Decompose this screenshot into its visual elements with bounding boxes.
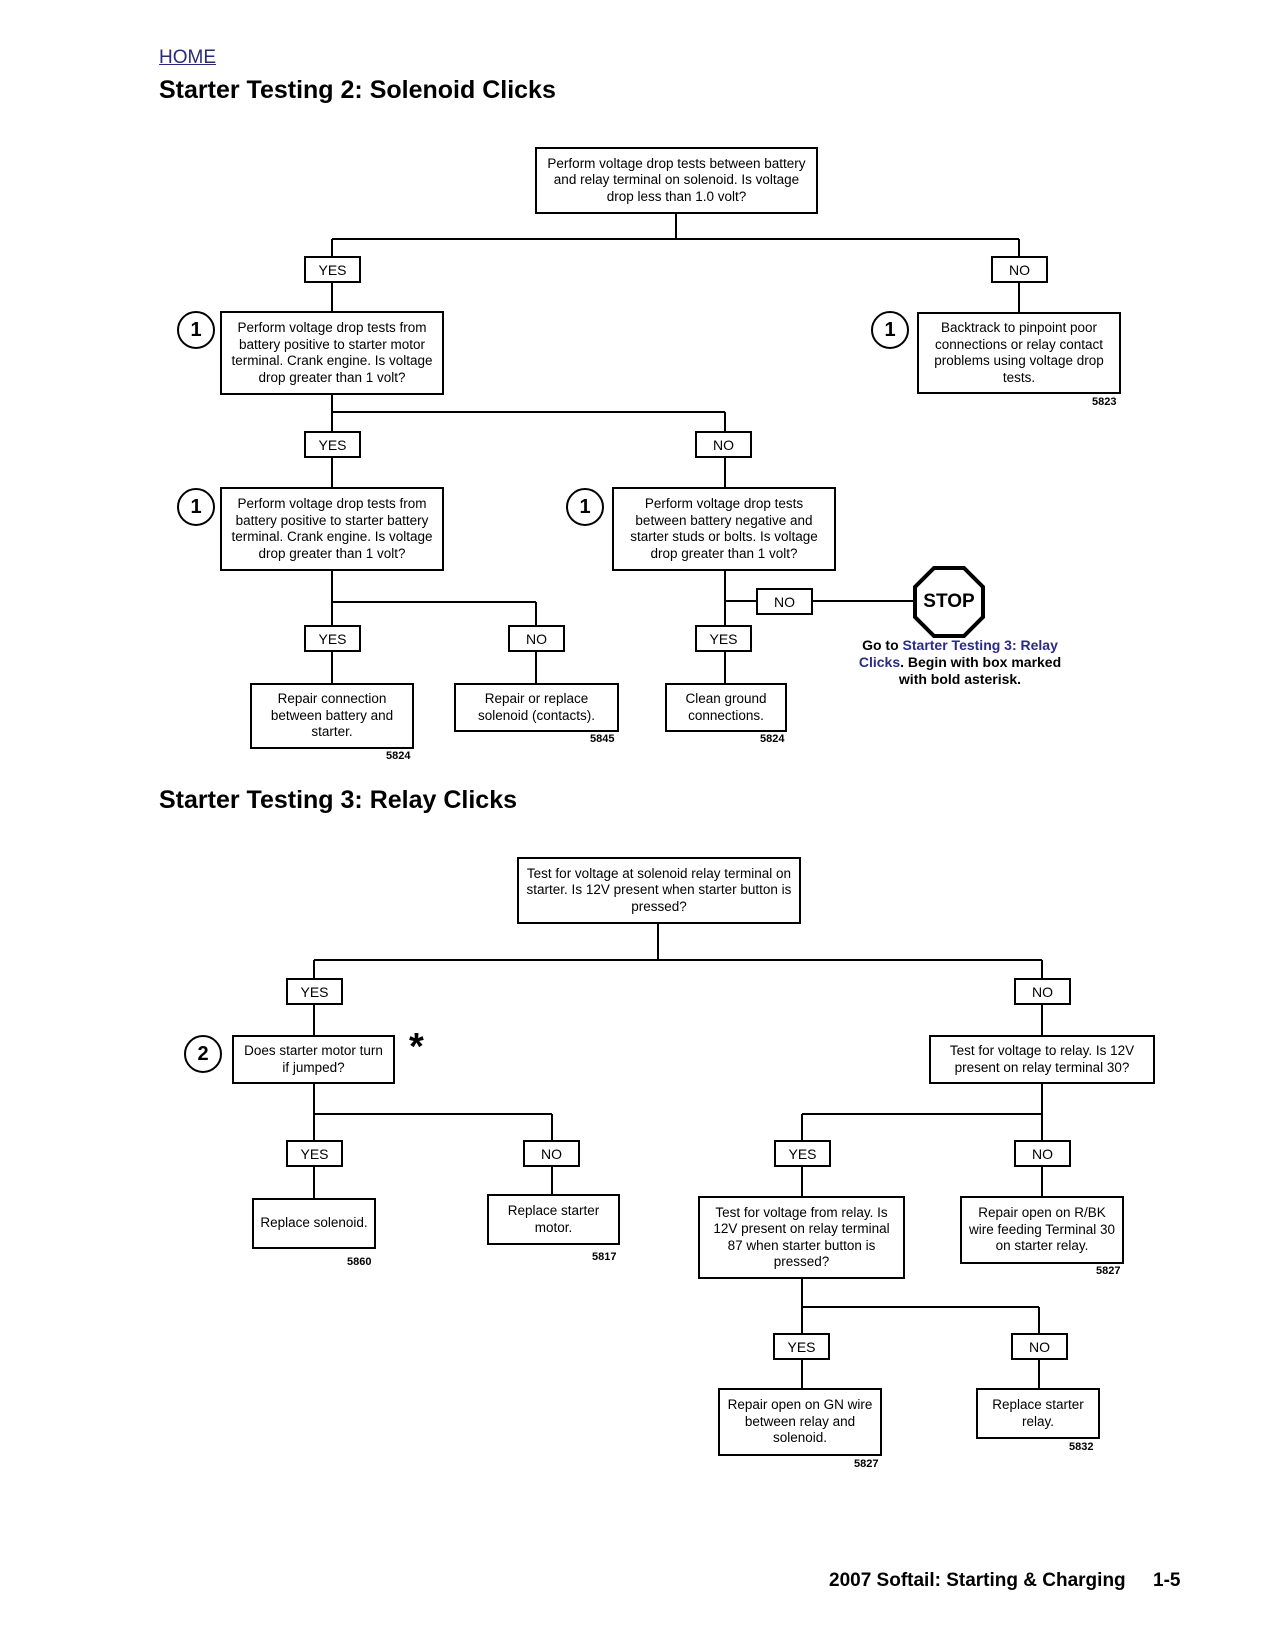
flow-box-relay-terminal-test: Perform voltage drop tests between batte… [535, 147, 818, 214]
bold-asterisk-marker: * [409, 1026, 424, 1068]
label-yes: YES [286, 978, 343, 1005]
flow-box-relay-terminal-30: Test for voltage to relay. Is 12V presen… [929, 1035, 1155, 1084]
label-yes: YES [774, 1140, 831, 1167]
goto-suffix: . Begin with box marked with bold asteri… [898, 654, 1062, 687]
flow-box-clean-ground: Clean ground connections. [665, 683, 787, 732]
flow-box-motor-jumped: Does starter motor turn if jumped? [232, 1035, 395, 1084]
figure-ref: 5824 [760, 733, 785, 745]
flow-box-repair-solenoid: Repair or replace solenoid (contacts). [454, 683, 619, 732]
step-circle-1: 1 [871, 311, 909, 349]
label-yes: YES [286, 1140, 343, 1167]
flow-box-backtrack: Backtrack to pinpoint poor connections o… [917, 312, 1121, 394]
figure-ref: 5824 [386, 750, 411, 762]
stop-sign-text: STOP [923, 591, 975, 612]
step-circle-1: 1 [566, 488, 604, 526]
flow-box-repair-connection: Repair connection between battery and st… [250, 683, 414, 749]
stop-octagon-icon [913, 566, 985, 638]
home-link[interactable]: HOME [159, 47, 216, 68]
figure-ref: 5827 [1096, 1265, 1121, 1277]
flow-box-relay-terminal-87: Test for voltage from relay. Is 12V pres… [698, 1196, 905, 1279]
flow-box-replace-starter-relay: Replace starter relay. [976, 1388, 1100, 1439]
step-circle-1: 1 [177, 488, 215, 526]
page-number: 1-5 [1153, 1570, 1181, 1591]
label-no: NO [756, 588, 813, 615]
figure-ref: 5845 [590, 733, 615, 745]
goto-instruction: Go to Starter Testing 3: Relay Clicks. B… [845, 637, 1075, 688]
flow-box-battery-negative-test: Perform voltage drop tests between batte… [612, 487, 836, 571]
label-yes: YES [304, 431, 361, 458]
label-no: NO [523, 1140, 580, 1167]
figure-ref: 5860 [347, 1256, 372, 1268]
label-no: NO [695, 431, 752, 458]
figure-ref: 5817 [592, 1251, 617, 1263]
step-circle-2: 2 [184, 1035, 222, 1073]
flow-box-battery-terminal-test: Perform voltage drop tests from battery … [220, 487, 444, 571]
label-no: NO [1011, 1333, 1068, 1360]
relay-clicks-link[interactable]: Starter Testing 3: Relay Clicks [858, 637, 1058, 670]
section-title-solenoid-clicks: Starter Testing 2: Solenoid Clicks [159, 76, 556, 104]
section-title-relay-clicks: Starter Testing 3: Relay Clicks [159, 786, 518, 814]
figure-ref: 5827 [854, 1458, 879, 1470]
footer-title: 2007 Softail: Starting & Charging [829, 1570, 1126, 1591]
flow-box-repair-rbk-wire: Repair open on R/BK wire feeding Termina… [960, 1196, 1124, 1264]
flow-box-motor-terminal-test: Perform voltage drop tests from battery … [220, 311, 444, 395]
label-yes: YES [304, 625, 361, 652]
step-circle-1: 1 [177, 311, 215, 349]
flow-box-replace-solenoid: Replace solenoid. [252, 1198, 376, 1249]
label-yes: YES [304, 256, 361, 283]
label-no: NO [1014, 978, 1071, 1005]
stop-sign: STOP [913, 566, 985, 638]
label-no: NO [508, 625, 565, 652]
figure-ref: 5823 [1092, 396, 1117, 408]
flow-box-replace-starter-motor: Replace starter motor. [487, 1194, 620, 1245]
flow-box-solenoid-relay-terminal-test: Test for voltage at solenoid relay termi… [517, 857, 801, 924]
label-yes: YES [773, 1333, 830, 1360]
label-yes: YES [695, 625, 752, 652]
goto-prefix: Go to [862, 637, 903, 653]
label-no: NO [1014, 1140, 1071, 1167]
label-no: NO [991, 256, 1048, 283]
flow-box-repair-gn-wire: Repair open on GN wire between relay and… [718, 1388, 882, 1456]
figure-ref: 5832 [1069, 1441, 1094, 1453]
